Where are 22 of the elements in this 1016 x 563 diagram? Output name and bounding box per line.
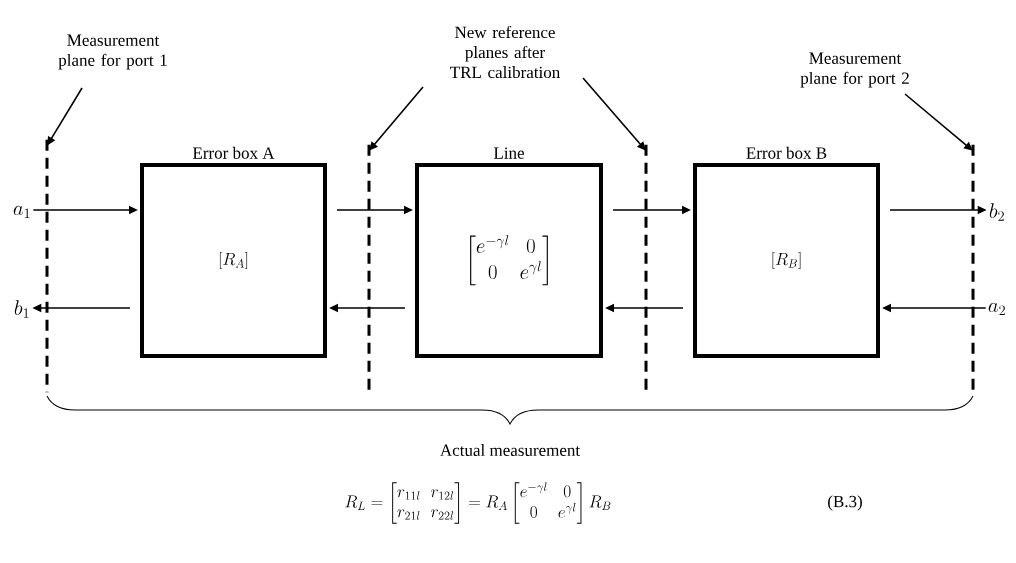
- block-box: Line $\begin{bmatrix} e^{-\gamma l} & 0 \\ 0 & e^{\gamma l} \end{bmatrix}$: [415, 147, 603, 358]
- caption-text: Actual measurement: [440, 444, 581, 456]
- node-label: Error box A: [192, 146, 275, 159]
- annotation-text: New reference planes after TRL calibration: [450, 25, 560, 79]
- node-label: Error box B: [746, 146, 827, 159]
- block-box: Error box A $[R_A]$: [140, 146, 327, 358]
- annotation-text: Measurement plane for port 2: [800, 52, 909, 88]
- node-label: Line: [493, 147, 525, 159]
- leader-line: [904, 93, 973, 151]
- equation: $R_L = \begin{bmatrix} r_{11l} & r_{12l} \\ r_{21l} & r_{22l} \end{bmatrix} = R_A \begin{bmatrix} e^{-\gamma l} & 0 \\ 0 & e^{\gamma l} \end{bmatrix} R_B$: [345, 482, 611, 524]
- leader-line: [369, 86, 424, 151]
- reference-plane-line: [644, 144, 648, 393]
- reference-plane-line: [971, 144, 975, 393]
- reference-plane-line: [367, 144, 371, 393]
- leader-line: [582, 77, 646, 151]
- port-label: $b_2$: [989, 203, 1004, 221]
- block-box: Error box B $[R_B]$: [693, 146, 880, 358]
- port-label: $a_2$: [988, 302, 1005, 316]
- equation-number: (B.3): [828, 495, 862, 511]
- annotation-text: Measurement plane for port 1: [58, 34, 167, 70]
- port-label: $a_1$: [13, 205, 30, 218]
- port-label: $b_1$: [14, 300, 29, 318]
